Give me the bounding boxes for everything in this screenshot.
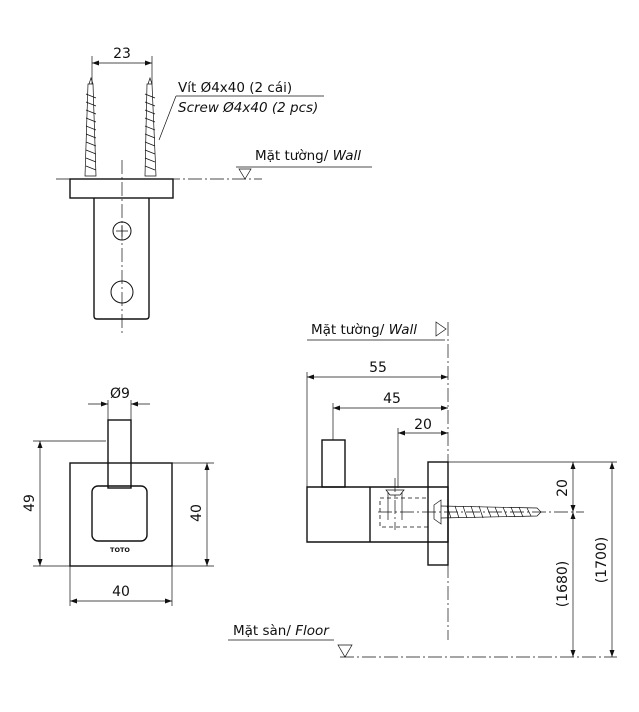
screw-left: [84, 76, 97, 177]
wall-label-side: Mặt tường/ Wall: [311, 322, 417, 338]
screw-side: [385, 478, 542, 530]
dim-height-center: (1680): [555, 561, 571, 608]
screw-head-icon: [112, 221, 132, 241]
dim-height-outer: 49: [22, 494, 38, 512]
screw-label-vi: Vít Ø4x40 (2 cái): [178, 80, 292, 96]
dim-depth-total: 55: [369, 360, 387, 376]
dim-screw-spacing: 23: [113, 46, 131, 62]
top-view: 23 Vít Ø4x40 (2 cái) Screw Ø4x40 (2 pcs)…: [56, 46, 372, 334]
dim-height-top: (1700): [594, 537, 610, 584]
dim-screw-offset: 20: [555, 479, 571, 497]
dim-diameter: Ø9: [110, 386, 130, 402]
dim-depth-hook: 45: [383, 391, 401, 407]
dim-width: 40: [112, 584, 130, 600]
screw-label-en: Screw Ø4x40 (2 pcs): [178, 100, 318, 116]
side-view: Mặt tường/ Wall 55 45 20: [228, 321, 617, 658]
logo-text: TOTO: [110, 546, 130, 554]
dim-height-inner: 40: [189, 504, 205, 522]
wall-label-top: Mặt tường/ Wall: [255, 148, 361, 164]
mounting-hole: [110, 280, 134, 304]
dim-depth-screw: 20: [414, 417, 432, 433]
front-view: Ø9 49 TOTO 40 40: [22, 386, 214, 606]
floor-label: Mặt sàn/ Floor: [233, 623, 330, 639]
screw-right: [144, 76, 157, 177]
